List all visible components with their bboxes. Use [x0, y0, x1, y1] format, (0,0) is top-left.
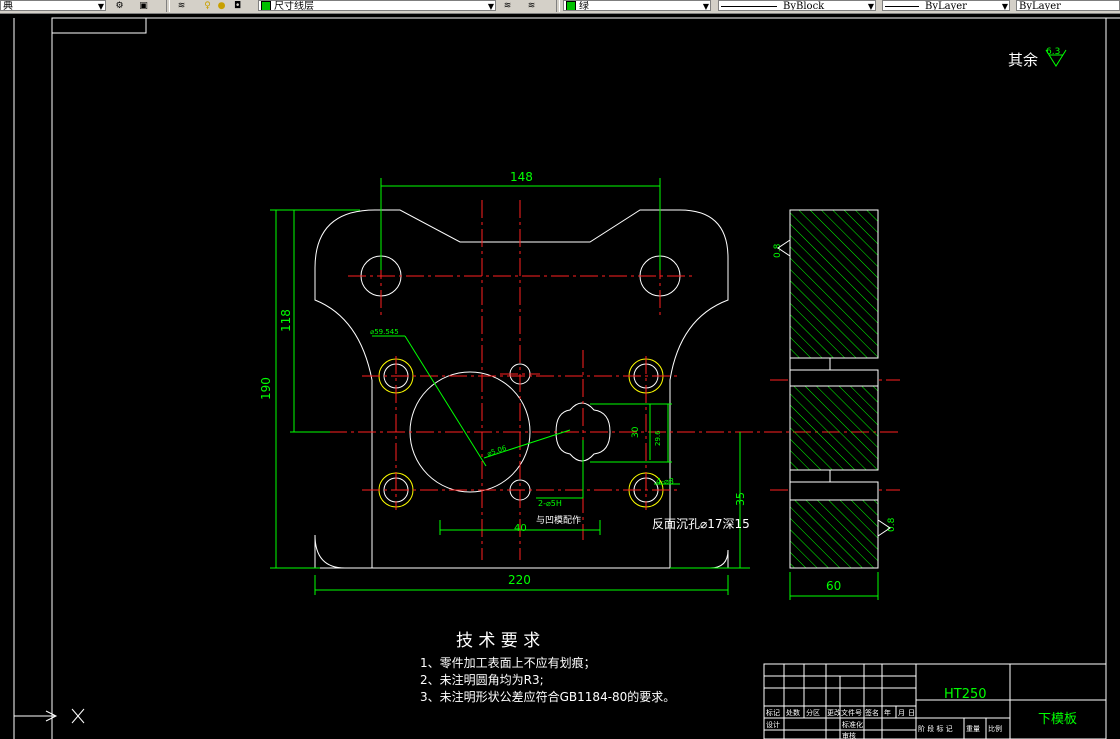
title-block: [763, 663, 1107, 739]
rough-left-1: 0.8: [773, 243, 783, 258]
dim-40: 40: [514, 523, 527, 534]
corner-box: [51, 17, 147, 34]
part-name: 下模板: [1038, 712, 1077, 727]
tb-r1-0: 标记: [766, 708, 780, 717]
tb-r2c-1: 重量: [966, 725, 980, 733]
dim-30: 30: [631, 426, 641, 438]
hole-note-2: 与凹模配作: [536, 514, 581, 526]
plate-outline: [314, 209, 729, 569]
linetype-combo[interactable]: ByBlock ▼: [718, 0, 876, 11]
tech-line-3: 3、未注明形状公差应符合GB1184-80的要求。: [420, 689, 675, 704]
tb-r2c-0: 阶 段 标 记: [918, 724, 953, 733]
side-hatch-bottom: [789, 499, 879, 569]
hole-note-1: 2-⌀5H: [538, 499, 562, 508]
side-roughness-2: [877, 519, 891, 537]
tb-r2b: 标准化: [842, 720, 863, 729]
lineweight-combo[interactable]: ByLayer ▼: [882, 0, 1010, 11]
layer-combo-value: 尺寸线层: [274, 1, 314, 11]
tb-r1-1: 处数: [786, 708, 800, 717]
dim-29: 29.6: [654, 430, 662, 446]
layer-lock-icon[interactable]: ◘: [233, 1, 242, 11]
color-combo[interactable]: 绿▼: [563, 0, 711, 11]
color-combo-value: 绿: [579, 1, 589, 11]
roughness-value: 6.3: [1046, 47, 1060, 57]
match-properties-icon[interactable]: ⚙: [115, 1, 124, 11]
drawing-canvas[interactable]: 其余 6.3: [0, 14, 1120, 739]
plotstyle-combo-value: ByLayer: [1019, 1, 1061, 11]
material: HT250: [944, 687, 987, 702]
tech-line-2: 2、未注明圆角均为R3;: [420, 672, 544, 687]
side-view: [777, 209, 891, 569]
lineweight-combo-value: ByLayer: [925, 1, 967, 11]
tb-r2a: 设计: [766, 720, 780, 729]
side-hatch-top: [789, 209, 879, 359]
dim-4d: 4-⌀8: [656, 477, 674, 486]
layer-manager-icon[interactable]: ≋: [177, 1, 186, 11]
counterbore-holes: [378, 358, 664, 508]
layer-previous-icon[interactable]: ≋: [527, 1, 536, 11]
tb-r2c-2: 比例: [988, 724, 1002, 733]
tb-r1-2: 分区: [806, 708, 820, 717]
tb-r1-3: 更改文件号: [827, 708, 862, 717]
counterbore-note: 反面沉孔⌀17深15: [652, 517, 750, 531]
properties-icon[interactable]: ▣: [139, 1, 148, 11]
chevron-down-icon: ▼: [702, 2, 709, 11]
title-block-texts: 标记 处数 分区 更改文件号 签名 年 月 日 设计 标准化 阶 段 标 记 重…: [766, 708, 1002, 739]
plotstyle-combo[interactable]: ByLayer: [1016, 0, 1120, 11]
dimensions: [270, 178, 879, 600]
dim-118: 118: [279, 309, 293, 332]
tb-r3: 审核: [842, 731, 856, 739]
layer-color-swatch: [261, 1, 271, 10]
rough-left-2: 0.8: [887, 517, 897, 532]
side-hatch-mid: [789, 385, 879, 471]
workspace-combo-value: 典: [3, 1, 13, 11]
front-view: [314, 209, 729, 569]
dim-190: 190: [259, 377, 273, 400]
layer-freeze-icon[interactable]: ●: [217, 1, 226, 11]
chevron-down-icon: ▼: [97, 2, 104, 11]
tech-title: 技 术 要 求: [456, 631, 540, 651]
toolbar-separator: [166, 0, 170, 12]
dim-35: 35: [734, 492, 747, 506]
dim-148: 148: [510, 170, 533, 184]
tb-r1-7: 日: [908, 709, 915, 717]
chevron-down-icon: ▼: [1001, 2, 1008, 11]
toolbar-separator: [556, 0, 560, 12]
lead-dia: ⌀59.545: [370, 328, 399, 336]
tb-r1-4: 签名: [865, 708, 879, 717]
tb-r1-5: 年: [884, 708, 891, 717]
chevron-down-icon: ▼: [867, 2, 874, 11]
color-swatch: [566, 1, 576, 10]
tech-line-1: 1、零件加工表面上不应有划痕；: [420, 655, 596, 670]
tb-r1-6: 月: [898, 709, 905, 717]
lead-dia2: ⌀5.06: [486, 444, 508, 458]
chevron-down-icon: ▼: [487, 2, 494, 11]
properties-toolbar: 典▼ ⚙ ▣ ≋ ♀ ● ◘ 尺寸线层▼ ≋ ≋ 绿▼ ByBlock▼ ByL…: [0, 0, 1120, 14]
roughness-note: 其余: [1008, 51, 1038, 69]
linetype-combo-value: ByBlock: [783, 1, 825, 11]
layer-combo[interactable]: 尺寸线层 ▼: [258, 0, 496, 11]
ucs-icon: [14, 708, 85, 724]
make-current-layer-icon[interactable]: ≋: [503, 1, 512, 11]
layer-on-icon[interactable]: ♀: [204, 1, 211, 11]
dim-60: 60: [826, 579, 841, 593]
workspace-combo[interactable]: 典▼: [0, 0, 106, 11]
dim-220: 220: [508, 573, 531, 587]
side-roughness-1: [777, 239, 791, 257]
